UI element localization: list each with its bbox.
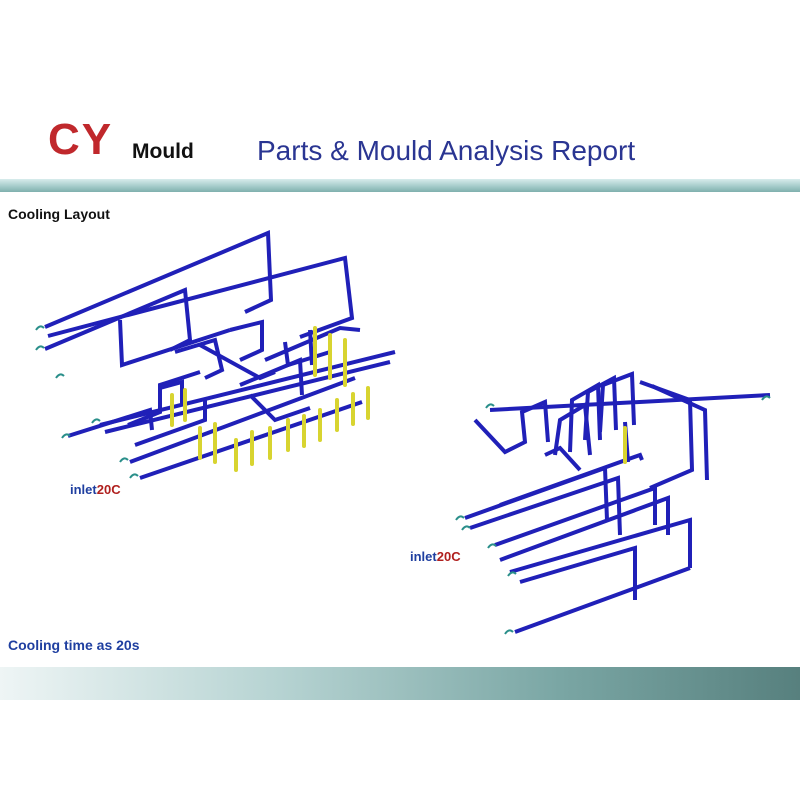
left-inlet-label: inlet20C [70,483,121,496]
right-inlet-word: inlet [410,549,437,564]
section-title: Cooling Layout [8,206,110,222]
left-inlet-word: inlet [70,482,97,497]
report-title: Parts & Mould Analysis Report [257,135,636,166]
left-inlet-temp: 20C [96,482,121,497]
logo-mould: Mould [132,140,194,163]
cooling-time-note: Cooling time as 20s [8,637,140,653]
right-cooling-channels [464,371,771,634]
right-inlet-label: inlet20C [410,550,461,563]
footer-band [0,667,800,700]
left-cooling-channels [44,230,396,480]
right-inlet-markers [455,395,771,635]
left-inlet-markers [35,325,139,479]
right-inlet-temp: 20C [436,549,461,564]
left-baffles [170,326,370,472]
logo-cy: CY [48,115,114,164]
header-divider-band [0,179,800,192]
